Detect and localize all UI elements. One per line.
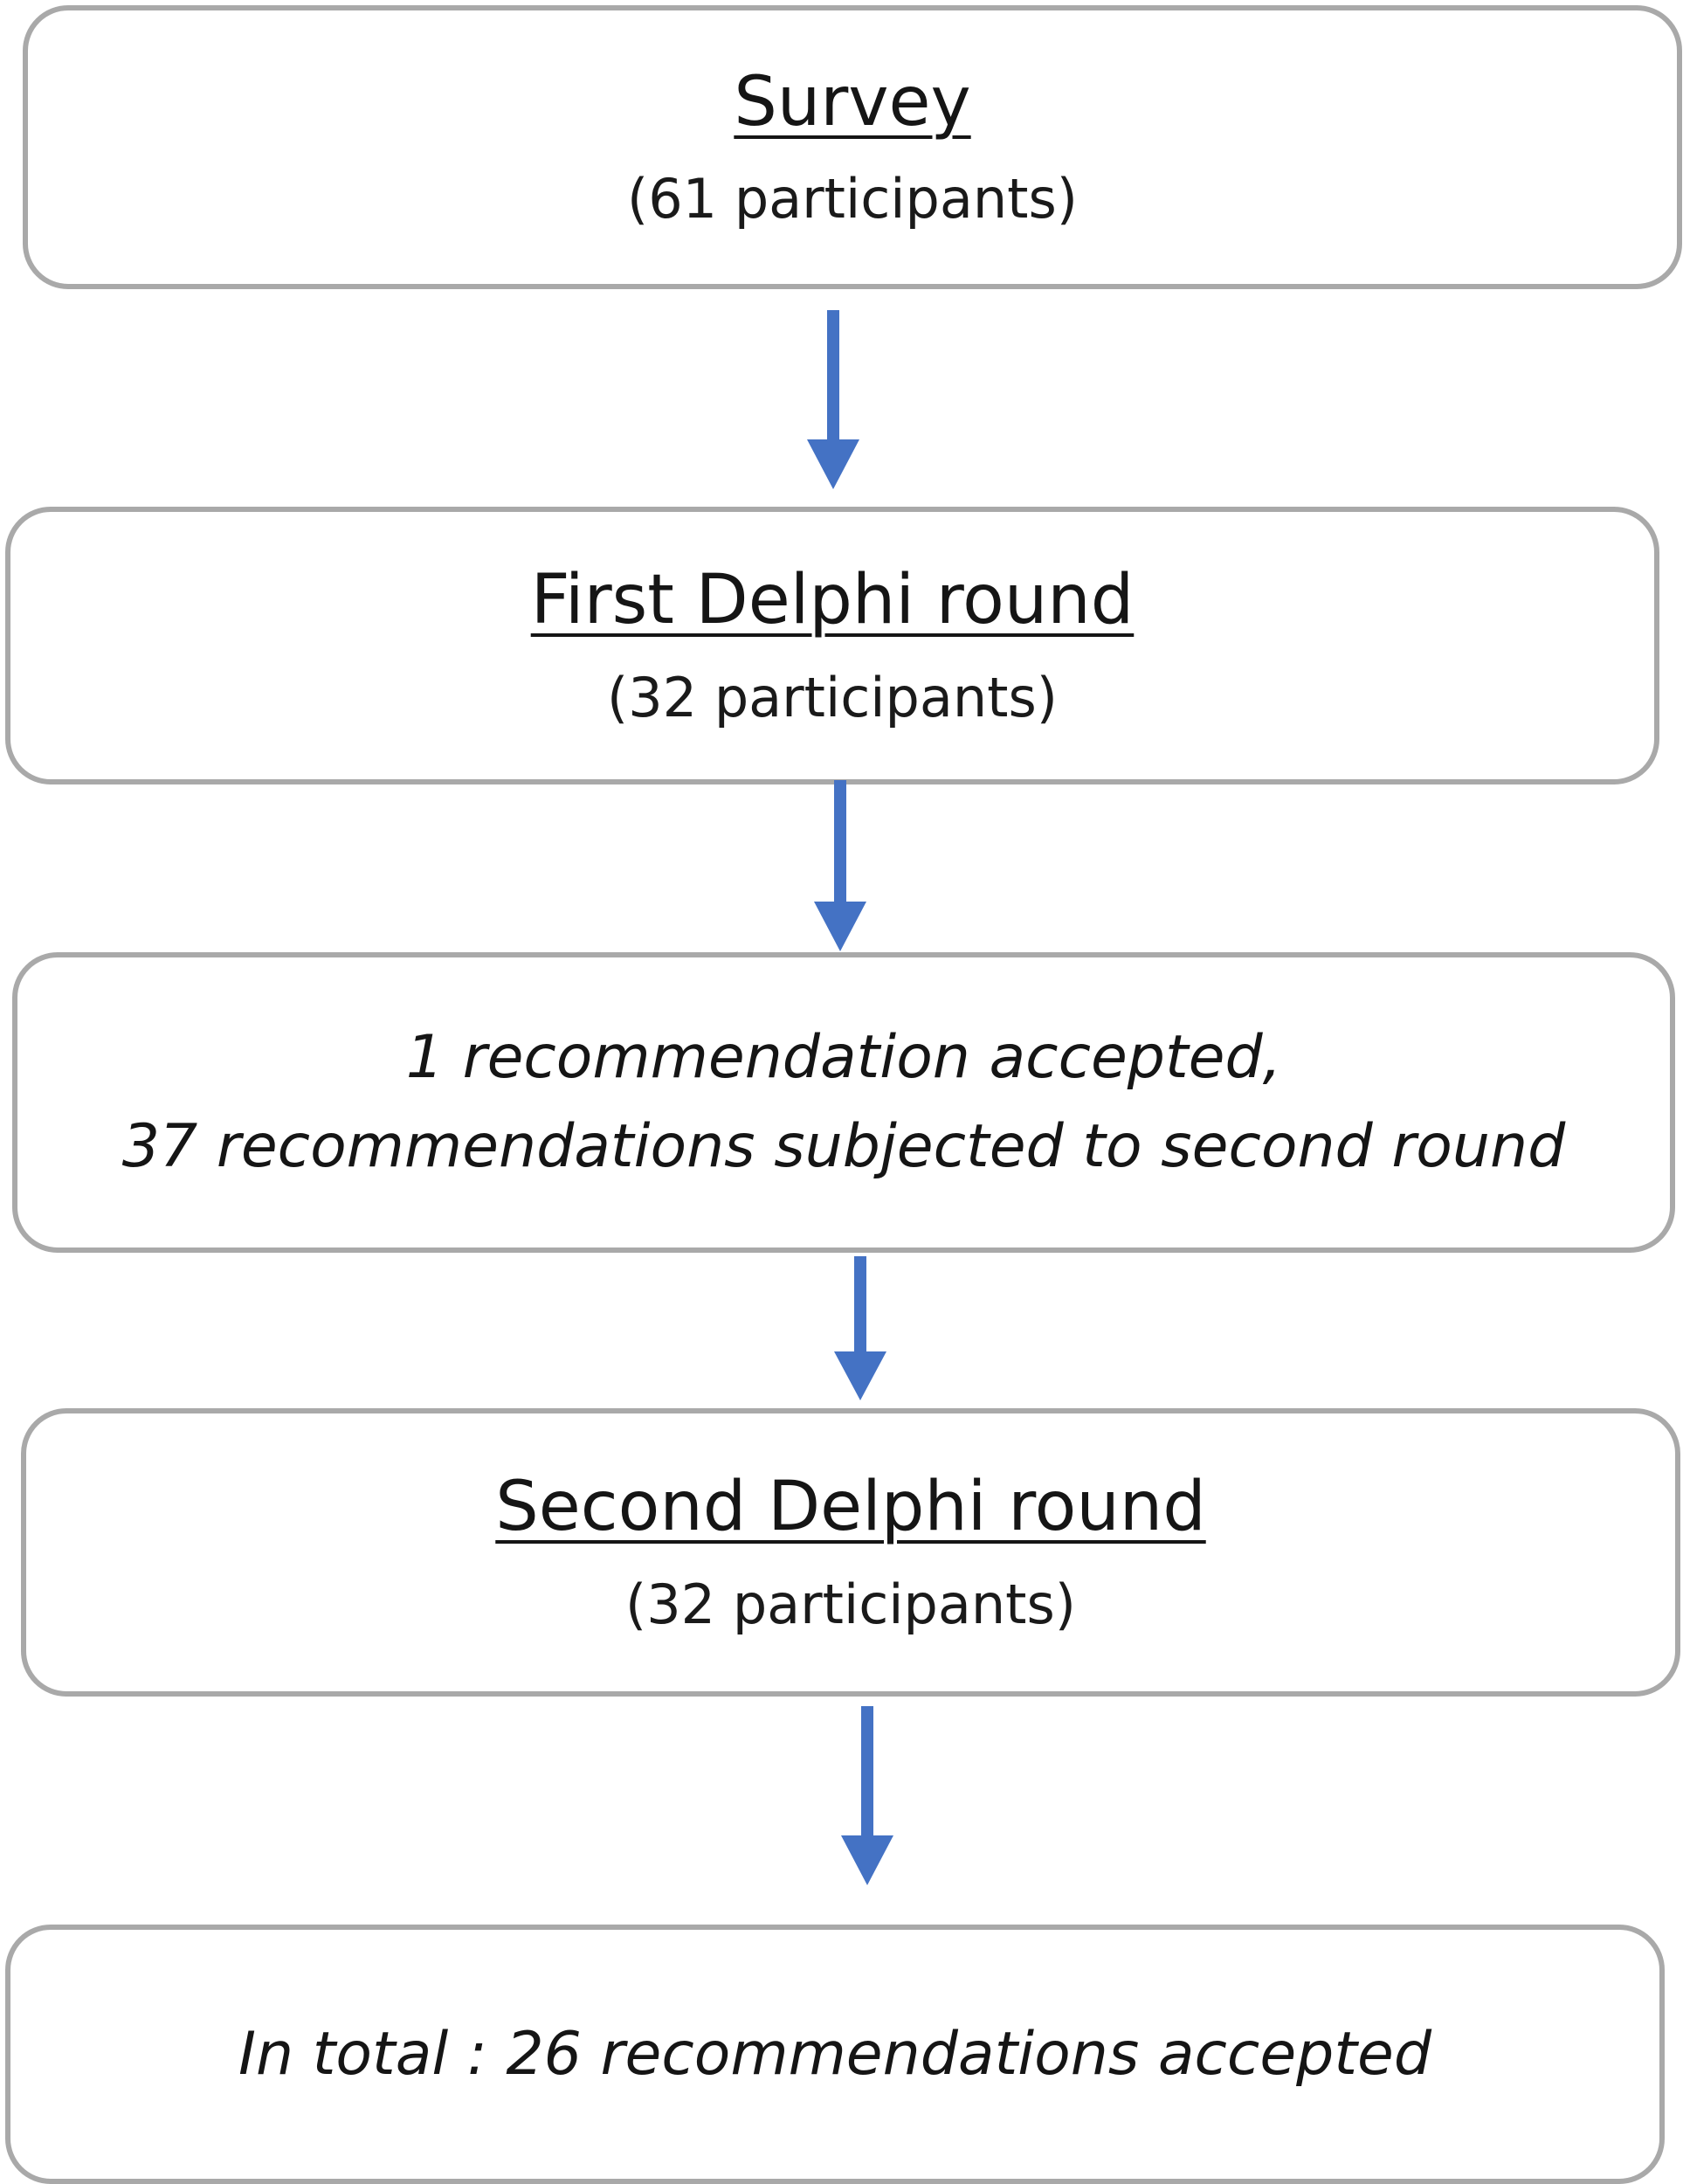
first-round-results-box: 1 recommendation accepted, 37 recommenda…: [12, 952, 1675, 1253]
first-delphi-round-box: First Delphi round (32 participants): [5, 507, 1659, 784]
recommendations-second-round-text: 37 recommendations subjected to second r…: [121, 1112, 1566, 1181]
arrow-down-icon: [834, 1256, 886, 1400]
second-delphi-round-title: Second Delphi round: [495, 1468, 1206, 1546]
total-accepted-box: In total : 26 recommendations accepted: [5, 1925, 1665, 2184]
arrow-down-icon: [807, 310, 859, 489]
arrow-down-icon: [814, 780, 866, 951]
first-delphi-round-participants: (32 participants): [607, 665, 1058, 729]
second-delphi-round-box: Second Delphi round (32 participants): [21, 1408, 1680, 1697]
survey-box: Survey (61 participants): [23, 5, 1682, 289]
total-accepted-text: In total : 26 recommendations accepted: [238, 2019, 1431, 2089]
survey-title: Survey: [734, 62, 971, 142]
survey-participants: (61 participants): [627, 167, 1078, 232]
arrow-down-icon: [841, 1706, 893, 1885]
recommendation-accepted-text: 1 recommendation accepted,: [405, 1023, 1282, 1092]
first-delphi-round-title: First Delphi round: [530, 561, 1135, 639]
second-delphi-round-participants: (32 participants): [625, 1572, 1076, 1636]
